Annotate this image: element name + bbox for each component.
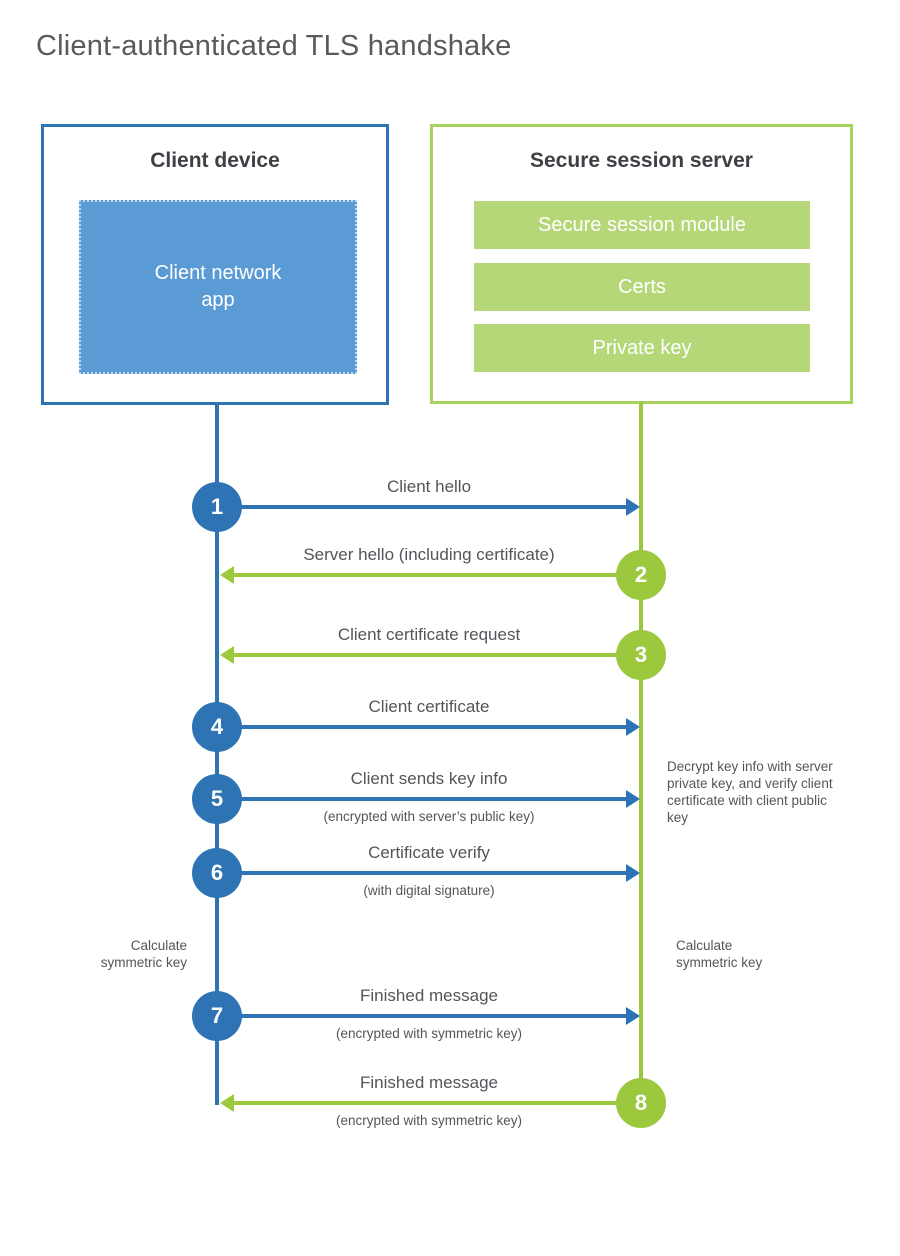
- step-number-badge: 1: [192, 482, 242, 532]
- message-label: Finished message: [360, 986, 498, 1005]
- server-module-secure-session: Secure session module: [474, 201, 810, 249]
- arrow-left-icon: [220, 1094, 234, 1112]
- client-box-title: Client device: [150, 149, 280, 172]
- arrow-line: [217, 797, 626, 801]
- server-box-title: Secure session server: [530, 149, 753, 172]
- arrow-line: [217, 871, 626, 875]
- arrow-line: [234, 653, 641, 657]
- step-number-badge: 2: [616, 550, 666, 600]
- arrow-line: [217, 725, 626, 729]
- message-sublabel: (encrypted with symmetric key): [335, 1113, 523, 1128]
- arrow-line: [234, 573, 641, 577]
- server-module-certs: Certs: [474, 263, 810, 311]
- arrow-line: [217, 505, 626, 509]
- arrow-left-icon: [220, 646, 234, 664]
- client-network-app-box: Client network app: [79, 200, 357, 374]
- arrow-right-icon: [626, 790, 640, 808]
- client-lifeline: [215, 403, 219, 1105]
- message-label: Certificate verify: [368, 843, 490, 862]
- message-label: Client certificate: [368, 697, 490, 716]
- note-calculate-symmetric-key-server: Calculate symmetric key: [676, 938, 763, 970]
- message-sublabel: (encrypted with server’s public key): [323, 809, 535, 824]
- arrow-right-icon: [626, 718, 640, 736]
- step-number-badge: 3: [616, 630, 666, 680]
- message-sublabel: (with digital signature): [363, 883, 495, 898]
- server-module-private-key: Private key: [474, 324, 810, 372]
- secure-session-server-box: Secure session server Secure session mod…: [430, 124, 853, 404]
- arrow-right-icon: [626, 864, 640, 882]
- note-decrypt-key-info: Decrypt key info with server private key…: [667, 759, 833, 825]
- message-label: Client hello: [386, 477, 472, 496]
- client-device-box: Client device Client network app: [41, 124, 389, 405]
- message-label: Client sends key info: [350, 769, 508, 788]
- arrow-line: [217, 1014, 626, 1018]
- arrow-left-icon: [220, 566, 234, 584]
- step-number-badge: 8: [616, 1078, 666, 1128]
- step-number-badge: 5: [192, 774, 242, 824]
- server-lifeline: [639, 402, 643, 1103]
- message-label: Finished message: [360, 1073, 498, 1092]
- message-sublabel: (encrypted with symmetric key): [335, 1026, 523, 1041]
- arrow-line: [234, 1101, 641, 1105]
- note-calculate-symmetric-key-client: Calculate symmetric key: [100, 938, 187, 970]
- arrow-right-icon: [626, 1007, 640, 1025]
- arrow-right-icon: [626, 498, 640, 516]
- step-number-badge: 7: [192, 991, 242, 1041]
- client-app-label: Client network app: [154, 262, 282, 311]
- message-label: Client certificate request: [337, 625, 521, 644]
- step-number-badge: 6: [192, 848, 242, 898]
- message-label: Server hello (including certificate): [303, 545, 555, 564]
- page-title: Client-authenticated TLS handshake: [36, 30, 512, 62]
- step-number-badge: 4: [192, 702, 242, 752]
